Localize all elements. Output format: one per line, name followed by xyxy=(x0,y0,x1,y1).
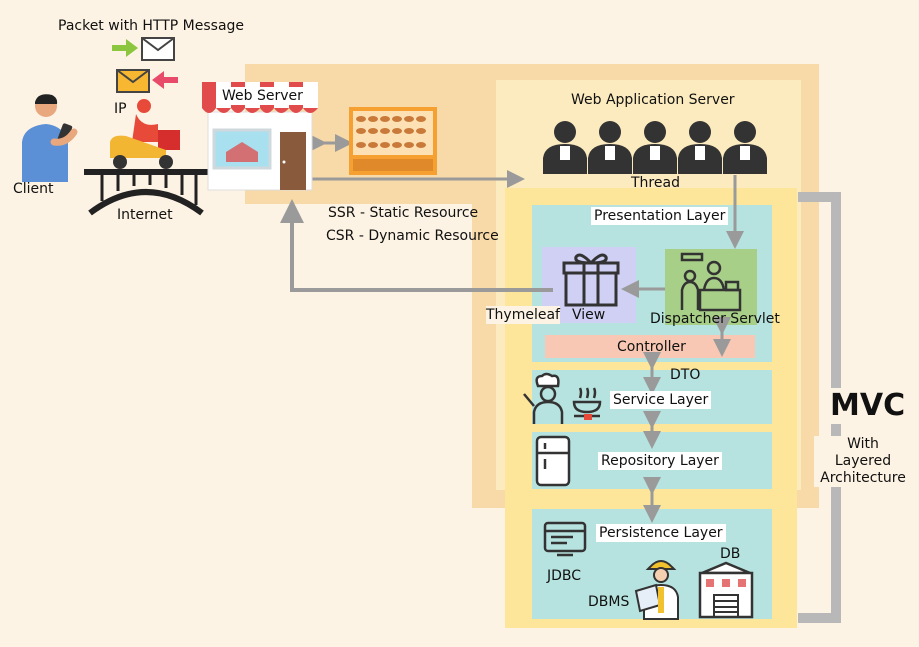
persistence-layer-label: Persistence Layer xyxy=(596,524,726,542)
ip-label: IP xyxy=(114,101,127,117)
service-layer-label: Service Layer xyxy=(610,391,712,409)
database-building-icon xyxy=(698,561,754,619)
web-server-label: Web Server xyxy=(220,87,305,105)
ssr-label: SSR - Static Resource xyxy=(328,205,479,221)
client-label: Client xyxy=(13,181,54,197)
fridge-icon xyxy=(535,435,571,487)
csr-label: CSR - Dynamic Resource xyxy=(326,228,499,244)
internet-label: Internet xyxy=(117,207,173,223)
dto-label: DTO xyxy=(670,367,701,383)
presentation-layer-label: Presentation Layer xyxy=(591,207,729,225)
thread-label: Thread xyxy=(631,175,680,191)
was-label: Web Application Server xyxy=(571,92,735,108)
cashier-counter-icon xyxy=(680,252,742,312)
left-arrow-icon xyxy=(152,71,178,89)
controller-box xyxy=(545,335,755,358)
mvc-subtitle: With Layered Architecture xyxy=(814,436,912,487)
client-person-icon xyxy=(22,94,78,182)
gift-box-icon xyxy=(562,253,620,307)
pastry-shelf-icon xyxy=(349,107,437,175)
shop-icon xyxy=(202,82,318,191)
monitor-icon xyxy=(543,521,587,557)
envelope-icon xyxy=(116,69,150,93)
jdbc-label: JDBC xyxy=(547,568,582,584)
bridge-icon xyxy=(84,169,208,216)
chef-icon xyxy=(523,372,602,424)
controller-label: Controller xyxy=(617,339,686,355)
worker-group-icon xyxy=(543,121,767,174)
dbms-label: DBMS xyxy=(588,594,630,610)
engineer-icon xyxy=(634,560,679,620)
mvc-label: MVC xyxy=(830,388,906,424)
envelope-icon xyxy=(141,37,175,61)
db-label: DB xyxy=(720,546,741,562)
repository-layer-label: Repository Layer xyxy=(598,452,722,470)
right-arrow-icon xyxy=(112,39,138,57)
dispatcher-label: Dispatcher Servlet xyxy=(650,311,780,327)
web-server-area-gap xyxy=(245,204,472,508)
delivery-scooter-icon xyxy=(110,99,180,169)
packet-label: Packet with HTTP Message xyxy=(58,18,245,34)
thymeleaf-label: Thymeleaf xyxy=(486,306,560,324)
view-label: View xyxy=(572,307,606,323)
